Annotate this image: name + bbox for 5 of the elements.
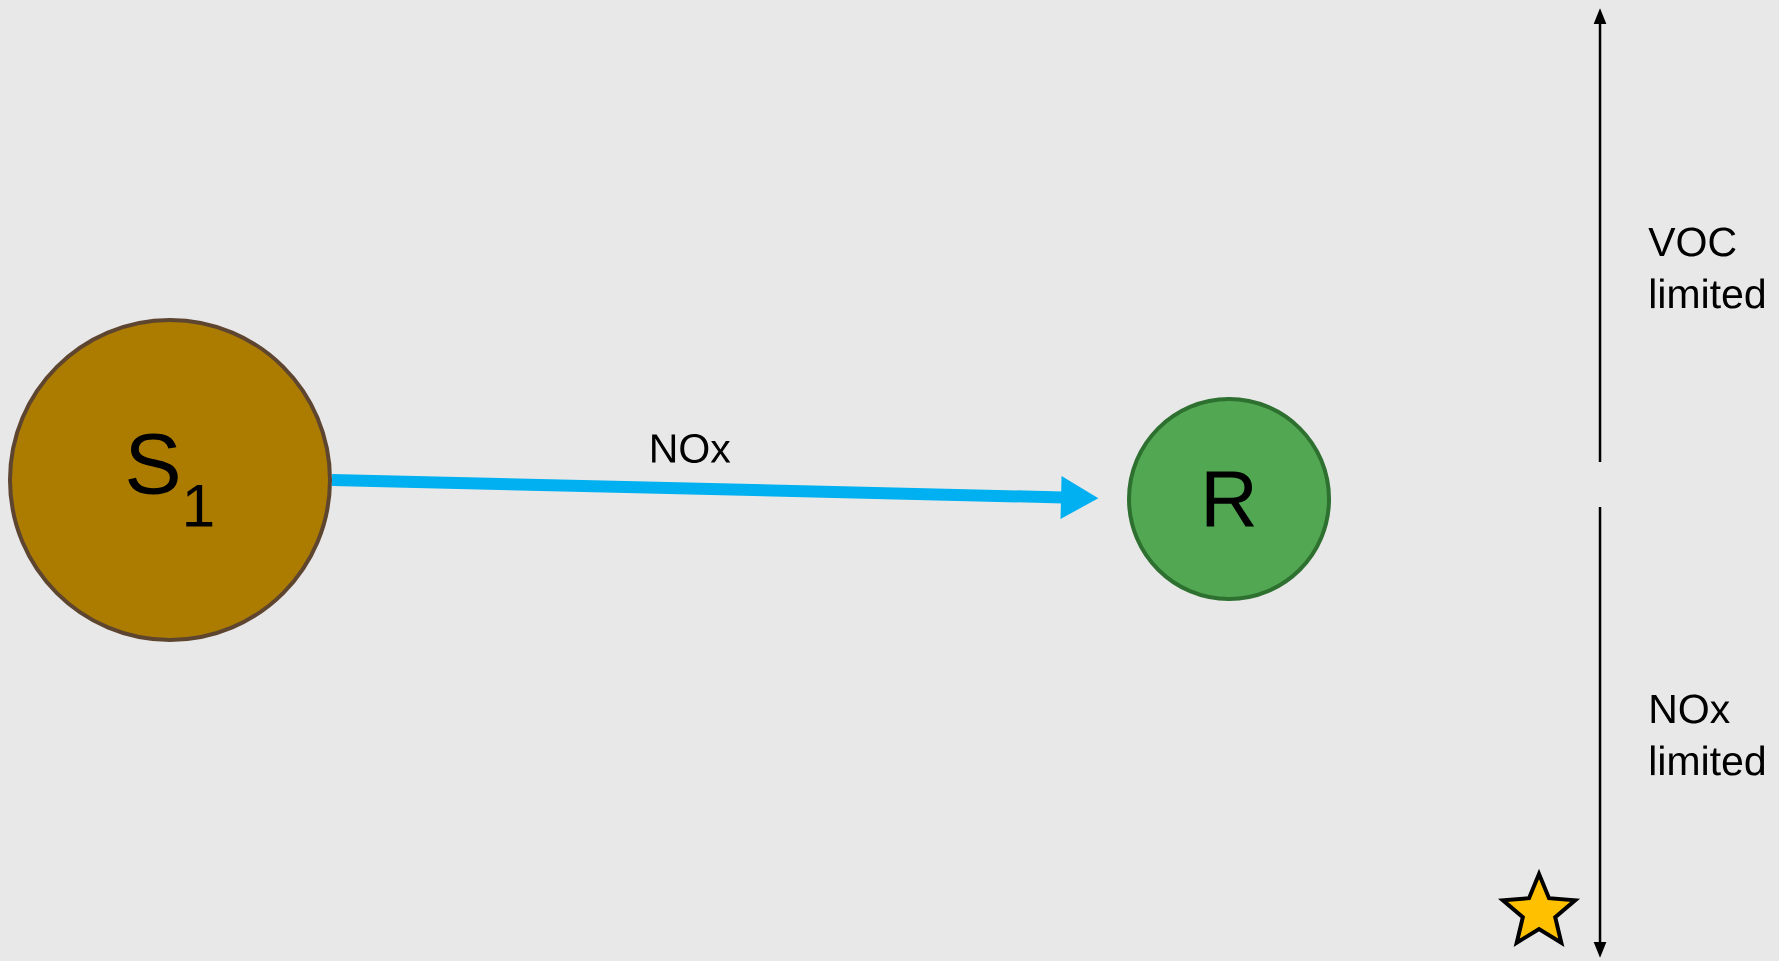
circle-node: S$_{1}$ [8,318,332,642]
circle-node: R [1127,397,1331,601]
edge-label: NOx [652,434,731,464]
region-label: VOC limited [1648,227,1765,309]
region-label: NOx limited [1651,694,1765,776]
